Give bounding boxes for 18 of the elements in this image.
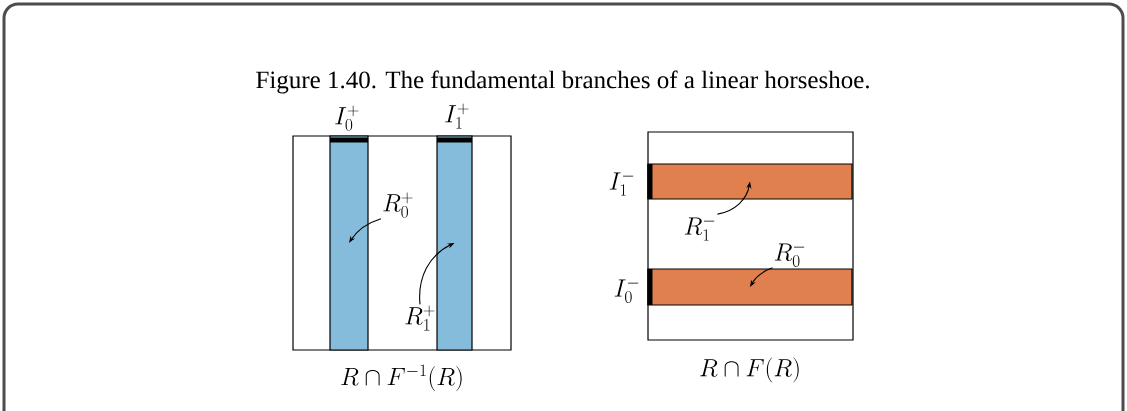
strip: [647, 268, 853, 306]
strip: [436, 135, 473, 351]
interval-label: $I_0^+$: [335, 105, 359, 131]
region-label: $R_1^-$: [684, 217, 715, 241]
interval-label: $I_1^+$: [445, 103, 469, 129]
interval-label: $I_1^-$: [609, 172, 634, 196]
square-outline: [647, 131, 854, 341]
region-label: $R_1^+$: [405, 305, 435, 331]
interval-label: $I_0^-$: [614, 279, 639, 303]
square-outline: [292, 135, 512, 351]
set-label: $R \cap F^{-1}(R)$: [341, 364, 462, 392]
strip: [329, 135, 369, 351]
region-label: $R_0^-$: [774, 243, 805, 267]
set-label: $R \cap F(R)$: [700, 357, 799, 383]
region-label: $R_0^+$: [383, 192, 413, 218]
figure-caption: Figure 1.40. The fundamental branches of a linear horseshoe.: [256, 70, 869, 94]
strip: [647, 163, 853, 200]
leader-arrow: [750, 267, 773, 287]
